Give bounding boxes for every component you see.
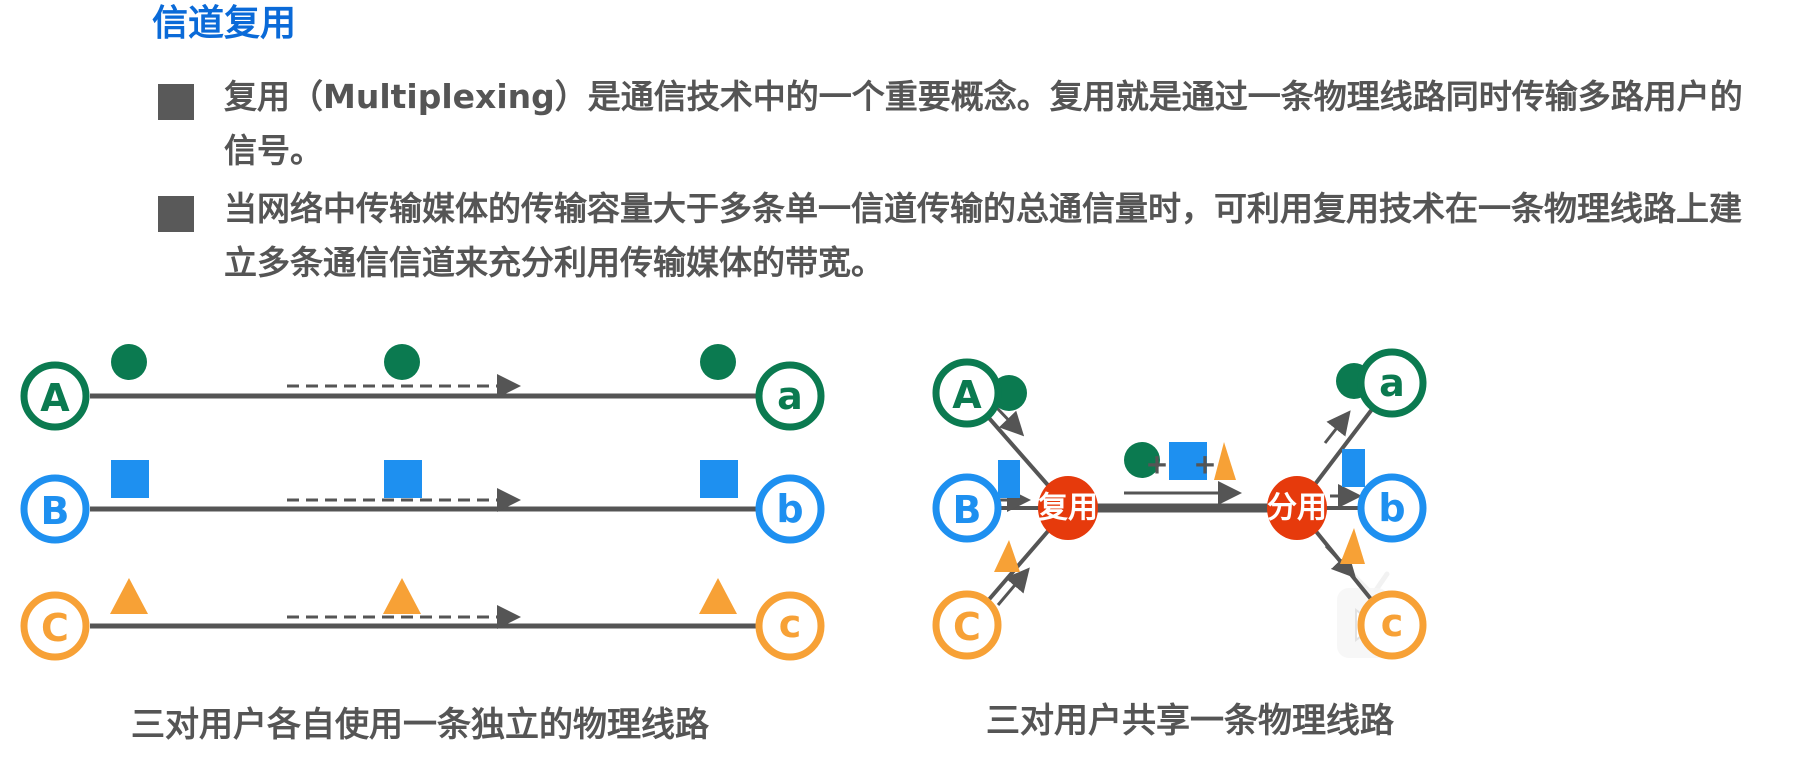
channel-b: B b <box>20 460 825 544</box>
circle-signal-icon <box>384 344 420 380</box>
bullet-text-2: 当网络中传输媒体的传输容量大于多条单一信道传输的总通信量时，可利用复用技术在一条… <box>224 189 1742 282</box>
bullet-square-icon <box>158 196 194 232</box>
arrow-icon <box>996 567 1030 606</box>
left-diagram: A a B b C c 三对用 <box>20 344 825 745</box>
square-signal-icon <box>111 460 149 498</box>
plus-sign: + <box>1145 448 1168 481</box>
left-caption: 三对用户各自使用一条独立的物理线路 <box>131 705 710 745</box>
plus-sign: + <box>1193 448 1216 481</box>
square-signal-icon <box>998 460 1020 498</box>
sender-label: C <box>953 605 981 649</box>
triangle-signal-icon <box>1340 528 1365 564</box>
circle-signal-icon <box>111 344 147 380</box>
right-caption: 三对用户共享一条物理线路 <box>986 701 1395 741</box>
square-signal-icon <box>1169 442 1207 480</box>
demux-node <box>1267 476 1327 540</box>
arrow-icon <box>994 405 1025 437</box>
circle-signal-icon <box>1124 442 1160 478</box>
receiver-label: c <box>1381 601 1404 645</box>
receiver-label: b <box>1378 486 1405 530</box>
triangle-signal-icon <box>994 540 1020 572</box>
triangle-signal-icon <box>110 578 148 614</box>
right-diagram: + + A B C a b c 复用 分用 三对用户共享一条物理线路 <box>932 348 1427 741</box>
receiver-label: a <box>777 374 803 418</box>
page-title: 信道复用 <box>152 3 297 44</box>
demux-label: 分用 <box>1267 491 1327 526</box>
circle-signal-icon <box>700 344 736 380</box>
bullet-text-1: 复用（Multiplexing）是通信技术中的一个重要概念。复用就是通过一条物理… <box>224 77 1743 170</box>
receiver-label: b <box>776 487 803 531</box>
sender-label: B <box>41 489 70 533</box>
sender-label: A <box>952 373 982 417</box>
square-signal-icon <box>700 460 738 498</box>
arrow-icon <box>1323 410 1351 444</box>
receiver-label: c <box>779 602 802 646</box>
receiver-label: a <box>1379 361 1405 405</box>
arrow-icon <box>1324 544 1357 579</box>
mux-node <box>1038 476 1098 540</box>
square-signal-icon <box>1342 449 1365 487</box>
square-signal-icon <box>384 460 422 498</box>
triangle-signal-icon <box>383 578 421 614</box>
mux-label: 复用 <box>1038 491 1098 526</box>
node-circle <box>20 361 90 431</box>
channel-a: A a <box>20 344 825 431</box>
channel-c: C c <box>20 578 825 661</box>
bullet-square-icon <box>158 84 194 120</box>
sender-label: C <box>41 606 69 650</box>
sender-label: A <box>40 376 70 420</box>
triangle-signal-icon <box>1214 442 1236 480</box>
triangle-signal-icon <box>699 578 737 614</box>
sender-label: B <box>953 488 982 532</box>
